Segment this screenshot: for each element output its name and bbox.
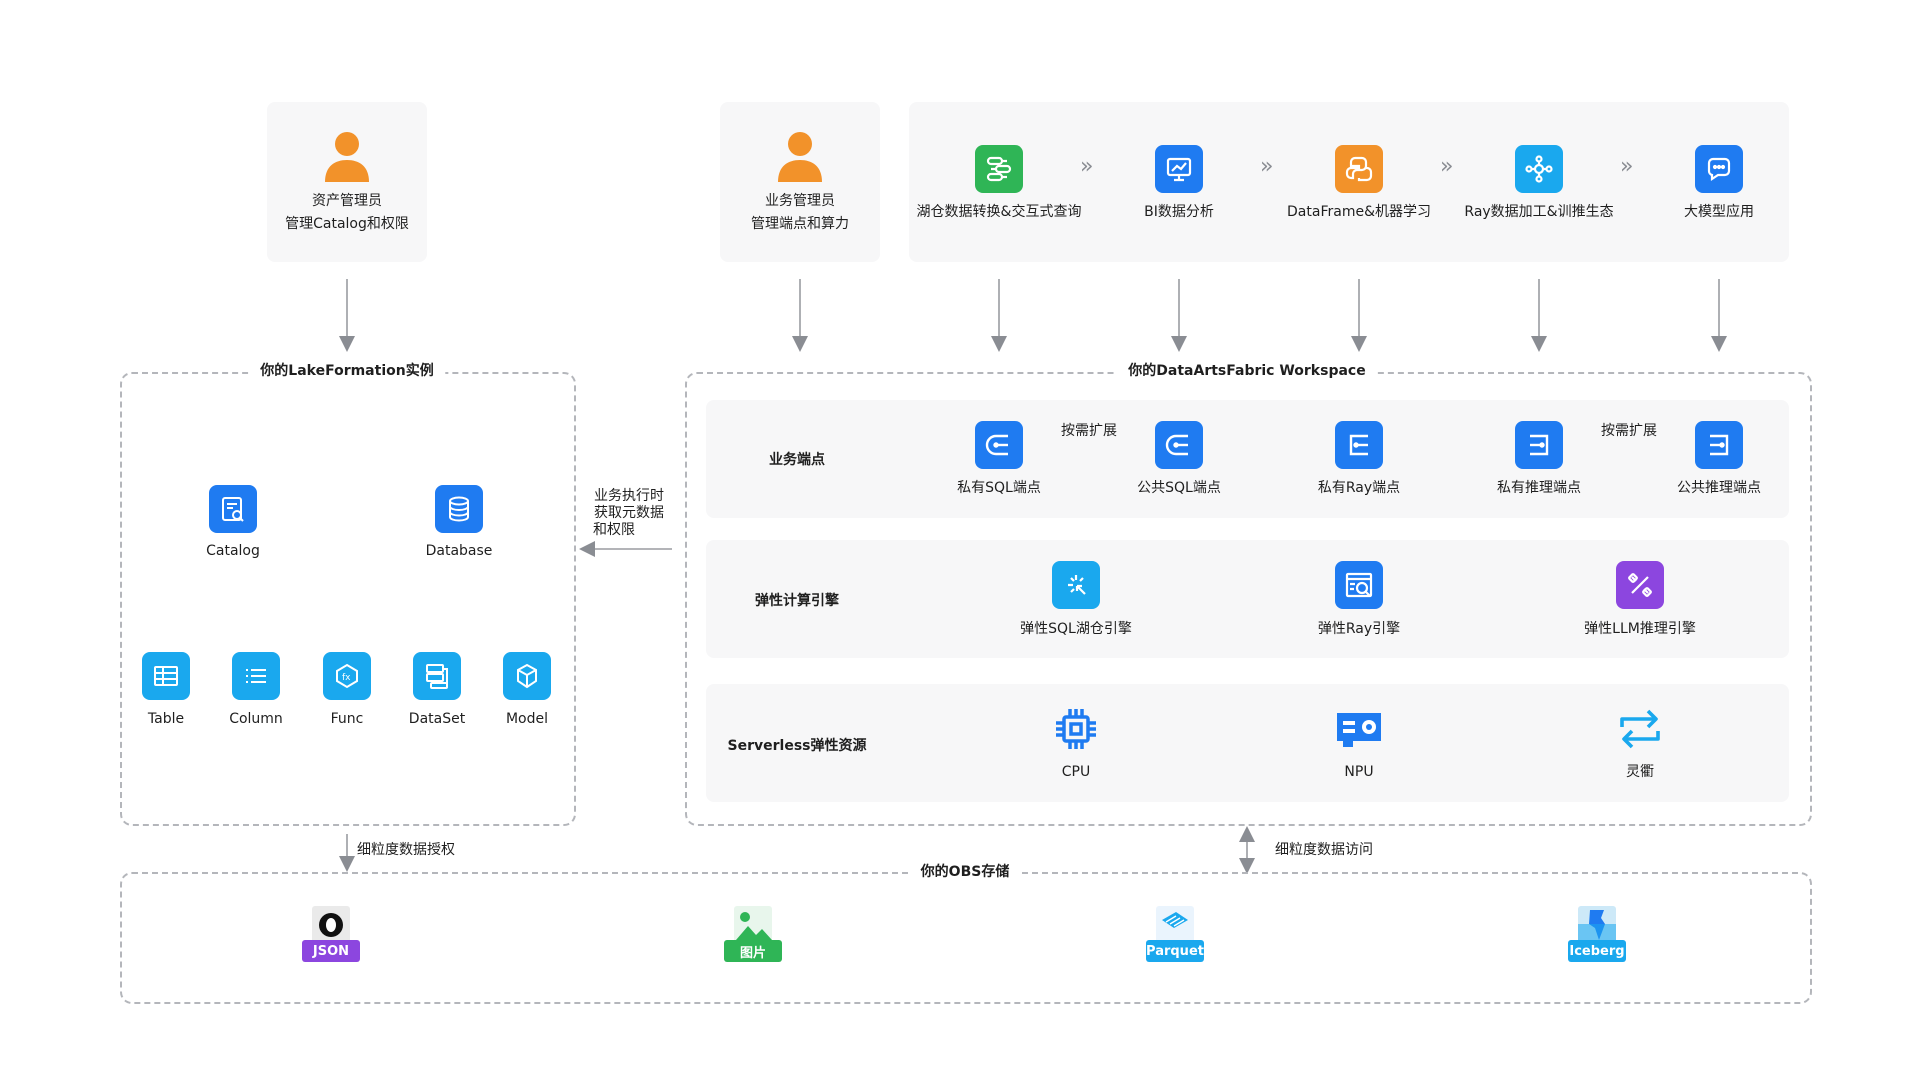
parquet-file: Parquet: [1146, 906, 1204, 964]
side-note-line-2: 获取元数据: [594, 505, 664, 521]
public-inference-endpoint-icon: [1695, 421, 1743, 469]
catalog-icon: [209, 485, 257, 533]
parquet-file-icon: [1156, 906, 1194, 944]
resource-row: [706, 684, 1789, 802]
elastic-ray-engine-label: 弹性Ray引擎: [1317, 621, 1401, 637]
elastic-llm-engine-label: 弹性LLM推理引擎: [1584, 621, 1696, 637]
endpoint-row-title: 业务端点: [769, 452, 825, 468]
image-file: 图片: [724, 906, 782, 964]
scale-label-sql: 按需扩展: [1061, 423, 1117, 439]
fine-grained-access-label: 细粒度数据访问: [1275, 842, 1373, 858]
pipeline-label-1: 湖仓数据转换&交互式查询: [916, 204, 1082, 220]
model-icon: [503, 652, 551, 700]
cpu-label: CPU: [1061, 764, 1091, 780]
database-label: Database: [425, 543, 493, 559]
elastic-llm-engine-icon: [1616, 561, 1664, 609]
iceberg-tag: Iceberg: [1568, 940, 1626, 962]
asset-admin-person-icon: [325, 132, 369, 182]
asset-admin-desc: 管理Catalog和权限: [285, 216, 409, 232]
public-inference-endpoint-label: 公共推理端点: [1677, 480, 1761, 496]
obs-title: 你的OBS存储: [908, 862, 1022, 882]
private-ray-endpoint-label: 私有Ray端点: [1317, 480, 1401, 496]
obs-box: [120, 872, 1812, 1004]
func-icon: fx: [323, 652, 371, 700]
biz-admin-title: 业务管理员: [765, 193, 835, 209]
cpu-chip-icon: [1056, 709, 1096, 749]
chat-icon: [1695, 145, 1743, 193]
svg-text:fx: fx: [342, 673, 351, 683]
bi-chart-icon: [1155, 145, 1203, 193]
biz-admin-desc: 管理端点和算力: [751, 216, 849, 232]
image-tag: 图片: [724, 940, 782, 962]
json-file-icon: [312, 906, 350, 944]
lakeformation-box: [120, 372, 576, 826]
pipeline-label-4: Ray数据加工&训推生态: [1464, 204, 1614, 220]
scale-label-inference: 按需扩展: [1601, 423, 1657, 439]
lakeformation-title: 你的LakeFormation实例: [248, 361, 446, 381]
private-sql-endpoint-label: 私有SQL端点: [957, 480, 1041, 496]
engine-row-title: 弹性计算引擎: [755, 593, 839, 609]
dataset-icon: [413, 652, 461, 700]
catalog-label: Catalog: [206, 543, 260, 559]
private-ray-endpoint-icon: [1335, 421, 1383, 469]
database-icon: [435, 485, 483, 533]
side-note-line-3: 和权限: [593, 522, 635, 538]
table-icon: [142, 652, 190, 700]
elastic-ray-engine-icon: [1335, 561, 1383, 609]
ray-icon: [1515, 145, 1563, 193]
pipeline-label-5: 大模型应用: [1684, 204, 1754, 220]
public-sql-endpoint-label: 公共SQL端点: [1137, 480, 1221, 496]
column-icon: [232, 652, 280, 700]
image-file-icon: [734, 906, 772, 944]
endpoint-row: [706, 400, 1789, 518]
lingqu-label: 灵衢: [1626, 764, 1654, 780]
side-note-line-1: 业务执行时: [594, 488, 664, 504]
private-inference-endpoint-label: 私有推理端点: [1497, 480, 1581, 496]
json-tag: JSON: [302, 940, 360, 962]
json-file: JSON: [302, 906, 360, 964]
pipeline-label-3: DataFrame&机器学习: [1287, 204, 1431, 220]
dataset-label: DataSet: [408, 711, 466, 727]
fine-grained-auth-label: 细粒度数据授权: [357, 842, 455, 858]
engine-row: [706, 540, 1789, 658]
private-sql-endpoint-icon: [975, 421, 1023, 469]
model-label: Model: [505, 711, 549, 727]
data-transform-icon: [975, 145, 1023, 193]
resource-row-title: Serverless弹性资源: [727, 738, 867, 754]
elastic-sql-engine-label: 弹性SQL湖仓引擎: [1020, 621, 1132, 637]
iceberg-file: Iceberg: [1568, 906, 1626, 964]
python-icon: [1335, 145, 1383, 193]
npu-card-icon: [1337, 713, 1381, 747]
private-inference-endpoint-icon: [1515, 421, 1563, 469]
public-sql-endpoint-icon: [1155, 421, 1203, 469]
pipeline-label-2: BI数据分析: [1144, 204, 1214, 220]
asset-admin-title: 资产管理员: [312, 193, 382, 209]
lingqu-switch-icon: [1620, 709, 1660, 749]
iceberg-file-icon: [1578, 906, 1616, 944]
table-label: Table: [147, 711, 185, 727]
parquet-tag: Parquet: [1146, 940, 1204, 962]
workspace-title: 你的DataArtsFabric Workspace: [1116, 361, 1378, 381]
biz-admin-person-icon: [778, 132, 822, 182]
elastic-sql-engine-icon: [1052, 561, 1100, 609]
column-label: Column: [229, 711, 283, 727]
func-label: Func: [330, 711, 364, 727]
npu-label: NPU: [1344, 764, 1374, 780]
